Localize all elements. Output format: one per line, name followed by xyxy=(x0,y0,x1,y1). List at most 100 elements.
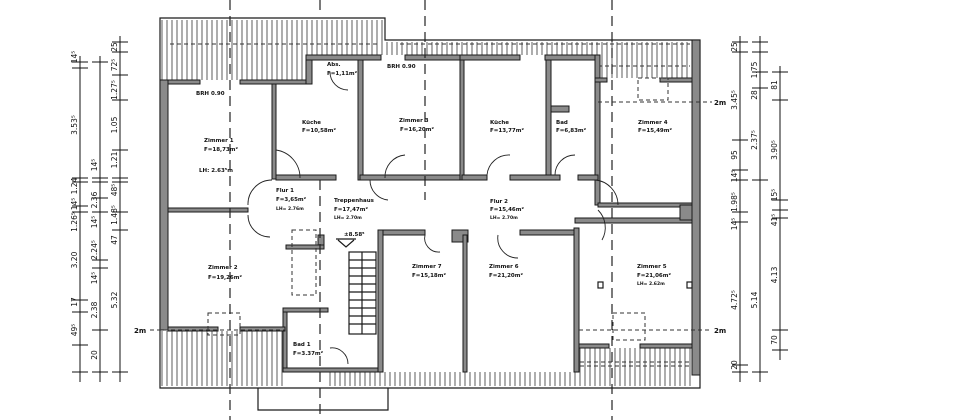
dimension-label: 41⁵ xyxy=(770,214,779,227)
dimension-label: 25 xyxy=(110,42,119,52)
dimension-label: 4.13 xyxy=(770,266,779,283)
svg-text:F=19,26m²: F=19,26m² xyxy=(208,274,242,281)
two-meter-line-label: 2m xyxy=(714,99,726,107)
svg-text:LH: 2.63⁵m: LH: 2.63⁵m xyxy=(199,167,233,174)
dimension-label: 5.14 xyxy=(750,291,759,308)
dimension-label: 5.32 xyxy=(110,291,119,308)
dimension-label: 2.24⁵ xyxy=(90,240,99,260)
room-bad: Bad F=6,83m² xyxy=(556,120,587,134)
dimension-label: 15⁵ xyxy=(770,189,779,202)
dimension-label: 48⁵ xyxy=(110,184,119,197)
svg-text:Zimmer 2: Zimmer 2 xyxy=(208,265,238,271)
chimney xyxy=(686,281,693,289)
dimension-label: 14⁵ xyxy=(90,159,99,172)
axis-lines xyxy=(150,0,712,420)
room-zimmer-5: Zimmer 5 F=21,06m² LH= 2.62m xyxy=(637,264,671,287)
dimension-label: 4.72⁵ xyxy=(730,290,739,310)
svg-text:LH= 2.70m: LH= 2.70m xyxy=(334,215,362,221)
room-flur-2: Flur 2 F=15,46m² LH= 2.70m xyxy=(490,199,524,221)
dimension-label: 81 xyxy=(770,80,779,90)
svg-text:F=6,83m²: F=6,83m² xyxy=(556,127,587,134)
svg-text:Zimmer 5: Zimmer 5 xyxy=(637,264,667,270)
interior xyxy=(168,55,692,372)
dimension-label: 3.45⁵ xyxy=(730,90,739,110)
svg-text:Küche: Küche xyxy=(302,120,321,126)
skylight xyxy=(207,312,241,336)
svg-text:Flur 1: Flur 1 xyxy=(276,188,294,194)
dimension-label: 49⁵ xyxy=(70,324,79,337)
svg-text:Zimmer 6: Zimmer 6 xyxy=(489,264,519,270)
dimension-label: 2.37⁵ xyxy=(750,130,759,150)
dimension-label: 14⁵ xyxy=(730,218,739,231)
dimension-label: 1.27⁵ xyxy=(110,80,119,100)
bottom-hatch-inner-line xyxy=(580,361,690,367)
dimension-label: 95 xyxy=(730,150,739,160)
room-kueche-1: Küche F=10,58m² xyxy=(302,120,336,134)
dimension-label: 20 xyxy=(730,360,739,370)
dimension-label: 1.24 xyxy=(70,177,79,194)
svg-text:Zimmer 4: Zimmer 4 xyxy=(638,120,668,126)
dimension-chains: 14⁵3.53⁵1.2414⁵1.26⁵3.201749⁵14⁵2.3614⁵2… xyxy=(70,36,788,382)
dimension-label: 14⁵ xyxy=(90,272,99,285)
dimension-label: 47 xyxy=(110,235,119,245)
dimension-label: 1.48⁵ xyxy=(110,205,119,225)
svg-text:F=1,11m²: F=1,11m² xyxy=(327,70,358,77)
svg-text:F=18,73m²: F=18,73m² xyxy=(204,146,238,153)
dimension-label: 14⁵ xyxy=(70,198,79,211)
room-abstellraum: Abs. F=1,11m² xyxy=(327,62,358,77)
svg-text:F=21,06m²: F=21,06m² xyxy=(637,272,671,279)
top-hatch-inner-line xyxy=(170,43,690,67)
dimension-label: 1.98⁵ xyxy=(730,192,739,212)
dimension-label: 1.05 xyxy=(110,116,119,133)
svg-text:LH= 2.70m: LH= 2.70m xyxy=(490,215,518,221)
two-meter-line-label: 2m xyxy=(714,327,726,335)
dimension-label: 14⁵ xyxy=(90,216,99,229)
staircase xyxy=(291,229,377,335)
svg-text:Abs.: Abs. xyxy=(327,62,341,68)
svg-text:F=10,58m²: F=10,58m² xyxy=(302,127,336,134)
door-swings xyxy=(247,71,619,365)
dimension-label: 1.26⁵ xyxy=(70,212,79,232)
dimension-label: 1.75 xyxy=(750,61,759,78)
walls xyxy=(159,39,701,376)
room-flur-1: Flur 1 F=3,65m² LH= 2.76m xyxy=(276,188,307,212)
dimension-label: 72⁵ xyxy=(110,59,119,72)
svg-text:Zimmer 3: Zimmer 3 xyxy=(399,118,429,124)
dimension-label: 3.20 xyxy=(70,251,79,268)
room-treppenhaus: Treppenhaus F=17,47m² LH= 2.70m xyxy=(334,198,375,221)
dimension-label: 3.53⁵ xyxy=(70,115,79,135)
room-zimmer-6: Zimmer 6 F=21,20m² xyxy=(489,264,523,279)
room-zimmer-1: BRH 0.90 Zimmer 1 F=18,73m² LH: 2.63⁵m xyxy=(196,91,238,174)
svg-text:Bad 1: Bad 1 xyxy=(293,342,311,348)
bottom-bay-outline xyxy=(257,388,389,411)
dimension-label: 3.90⁵ xyxy=(770,140,779,160)
dimension-label: 28 xyxy=(750,90,759,100)
chimney xyxy=(597,281,604,289)
svg-text:Flur 2: Flur 2 xyxy=(490,199,508,205)
dimension-label: 70 xyxy=(770,335,779,345)
svg-text:F=13,77m²: F=13,77m² xyxy=(490,127,524,134)
svg-text:F=16,20m²: F=16,20m² xyxy=(400,126,434,133)
svg-text:Bad: Bad xyxy=(556,120,568,126)
svg-text:Zimmer 7: Zimmer 7 xyxy=(412,264,442,270)
svg-text:F=21,20m²: F=21,20m² xyxy=(489,272,523,279)
dimension-label: 1.21 xyxy=(110,151,119,168)
dimension-label: 14⁵ xyxy=(730,170,739,183)
svg-text:Küche: Küche xyxy=(490,120,509,126)
svg-text:Treppenhaus: Treppenhaus xyxy=(334,198,375,204)
room-bad-1: Bad 1 F=3.37m² xyxy=(293,342,324,357)
svg-text:F=3.37m²: F=3.37m² xyxy=(293,350,324,357)
svg-text:F=15,46m²: F=15,46m² xyxy=(490,206,524,213)
skylight xyxy=(637,77,669,101)
svg-text:F=3,65m²: F=3,65m² xyxy=(276,196,307,203)
skylight xyxy=(612,312,646,341)
svg-text:BRH 0.90: BRH 0.90 xyxy=(387,64,416,70)
dimension-label: 25 xyxy=(730,42,739,52)
svg-text:LH= 2.62m: LH= 2.62m xyxy=(637,281,665,287)
room-kueche-2: Küche F=13,77m² xyxy=(490,120,524,134)
svg-text:BRH 0.90: BRH 0.90 xyxy=(196,91,225,97)
room-zimmer-4: Zimmer 4 F=15,49m² xyxy=(638,120,672,134)
svg-text:F=15,49m²: F=15,49m² xyxy=(638,127,672,134)
svg-text:Zimmer 1: Zimmer 1 xyxy=(204,138,234,144)
